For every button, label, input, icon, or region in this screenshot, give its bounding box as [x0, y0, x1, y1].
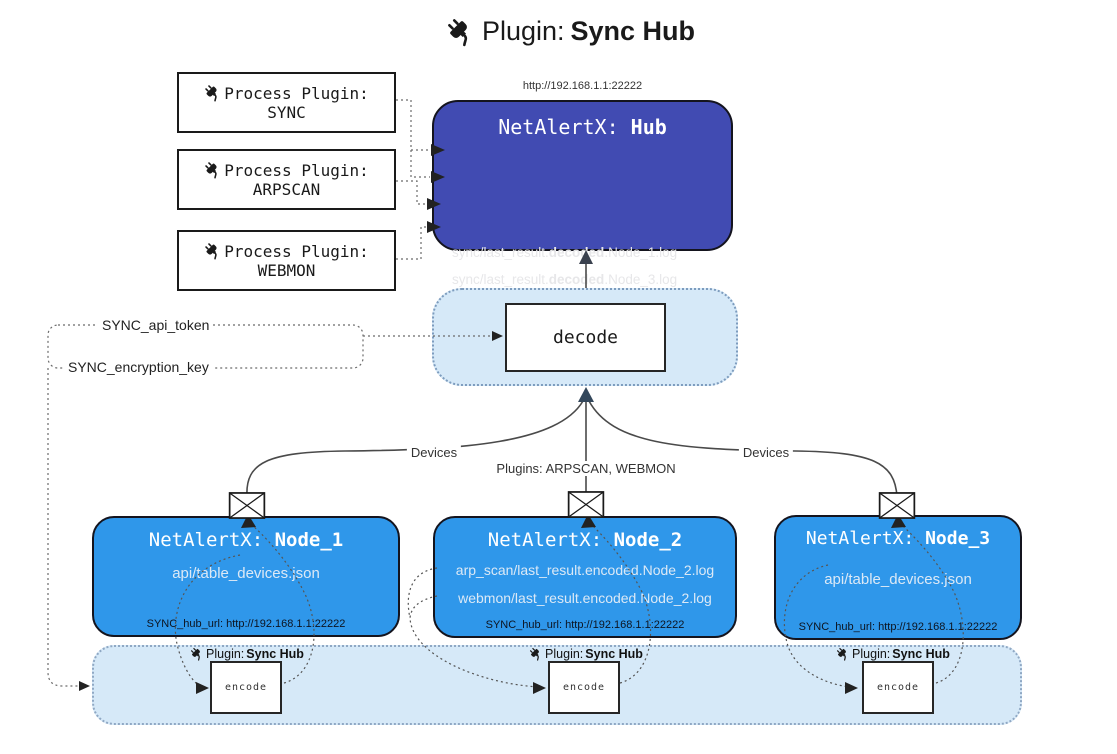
log-post: .Node_3.log — [604, 272, 678, 287]
devices-left-label: Devices — [406, 445, 462, 460]
plug-icon — [204, 161, 222, 179]
plug-icon — [529, 647, 543, 661]
node1-title: NetAlertX: Node_1 — [94, 529, 398, 551]
node-title-prefix: NetAlertX: — [805, 528, 915, 549]
hub-title-name: Hub — [630, 115, 667, 139]
sync-to-log1 — [396, 99, 430, 151]
hub-url: http://192.168.1.1:22222 — [522, 80, 643, 92]
envelope-icon — [228, 492, 266, 519]
hub-log-line: sync/last_result.decoded.Node_1.log — [452, 245, 725, 260]
hub-log-line: sync/last_result.decoded.Node_3.log — [452, 272, 725, 287]
node-title-prefix: NetAlertX: — [148, 529, 264, 551]
process-plugin-arpscan: Process Plugin: ARPSCAN — [177, 149, 396, 210]
node-hub-url: SYNC_hub_url: http://192.168.1.1:22222 — [485, 619, 685, 631]
title-prefix: Plugin: — [481, 16, 565, 46]
node-file: arp_scan/last_result.encoded.Node_2.log — [455, 562, 715, 578]
node2-box: NetAlertX: Node_2 arp_scan/last_result.e… — [433, 516, 737, 638]
node-hub-url: SYNC_hub_url: http://192.168.1.1:22222 — [798, 621, 998, 633]
plug-icon — [190, 647, 204, 661]
plug-icon — [836, 647, 850, 661]
encode-box-2: encode — [548, 661, 620, 714]
plugin-label-name: Sync Hub — [892, 647, 950, 661]
devices-right-label: Devices — [738, 445, 794, 460]
encode-box-3: encode — [862, 661, 934, 714]
node-title-name: Node_2 — [613, 529, 683, 551]
encode-box-1: encode — [210, 661, 282, 714]
plugin-label-prefix: Plugin: — [206, 647, 245, 661]
plug-icon — [204, 84, 222, 102]
envelope-icon — [567, 491, 605, 518]
sync-to-log2 — [410, 150, 430, 178]
hub-title-prefix: NetAlertX: — [498, 115, 619, 139]
log-post: .Node_1.log — [604, 245, 678, 260]
sync-encryption-key-label: SYNC_encryption_key — [64, 359, 213, 375]
encoder1-plugin-label: Plugin: Sync Hub — [190, 647, 304, 661]
process-plugin-name: WEBMON — [257, 260, 316, 280]
node-file: webmon/last_result.encoded.Node_2.log — [458, 590, 712, 606]
hub-title: NetAlertX: Hub — [434, 115, 731, 139]
plugin-label-prefix: Plugin: — [852, 647, 891, 661]
node3-title: NetAlertX: Node_3 — [776, 528, 1020, 549]
node2-title: NetAlertX: Node_2 — [435, 529, 735, 551]
plug-icon — [446, 17, 476, 47]
plugin-label-name: Sync Hub — [585, 647, 643, 661]
decode-box: decode — [505, 303, 666, 372]
process-plugin-webmon: Process Plugin: WEBMON — [177, 230, 396, 291]
plugins-label: Plugins: ARPSCAN, WEBMON — [492, 461, 680, 476]
webmon-to-log4 — [396, 226, 429, 260]
hub-box: NetAlertX: Hub sync/last_result.decoded.… — [432, 100, 733, 336]
node-title-prefix: NetAlertX: — [487, 529, 603, 551]
title-name: Sync Hub — [570, 16, 696, 46]
process-plugin-label: Process Plugin: — [224, 83, 369, 103]
node-title-name: Node_3 — [925, 528, 991, 549]
arrowhead-into-decode — [578, 387, 594, 402]
process-plugin-sync: Process Plugin: SYNC — [177, 72, 396, 133]
process-plugin-label: Process Plugin: — [224, 241, 369, 261]
process-plugin-name: SYNC — [267, 102, 306, 122]
node3-box: NetAlertX: Node_3 api/table_devices.json… — [774, 515, 1022, 640]
sync-api-token-label: SYNC_api_token — [98, 317, 214, 333]
node-title-name: Node_1 — [274, 529, 344, 551]
node-file: api/table_devices.json — [172, 565, 320, 582]
encoder2-plugin-label: Plugin: Sync Hub — [529, 647, 643, 661]
process-plugin-label: Process Plugin: — [224, 160, 369, 180]
log-bold: decoded — [548, 272, 605, 287]
process-plugin-name: ARPSCAN — [252, 179, 321, 199]
log-pre: sync/last_result. — [452, 272, 549, 287]
log-bold: decoded — [548, 245, 605, 260]
encoder3-plugin-label: Plugin: Sync Hub — [836, 647, 950, 661]
plugin-label-prefix: Plugin: — [545, 647, 584, 661]
page-title: Plugin: Sync Hub — [12, 16, 1117, 47]
log-pre: sync/last_result. — [452, 245, 549, 260]
plug-icon — [204, 242, 222, 260]
node-file: api/table_devices.json — [824, 571, 972, 588]
arrowhead-into-panel — [79, 681, 90, 691]
node-hub-url: SYNC_hub_url: http://192.168.1.1:22222 — [146, 618, 346, 630]
node1-box: NetAlertX: Node_1 api/table_devices.json… — [92, 516, 400, 637]
arpscan-to-log3 — [396, 180, 429, 205]
envelope-icon — [878, 492, 916, 519]
encryption-key-to-encoders — [47, 368, 84, 687]
plugin-label-name: Sync Hub — [246, 647, 304, 661]
